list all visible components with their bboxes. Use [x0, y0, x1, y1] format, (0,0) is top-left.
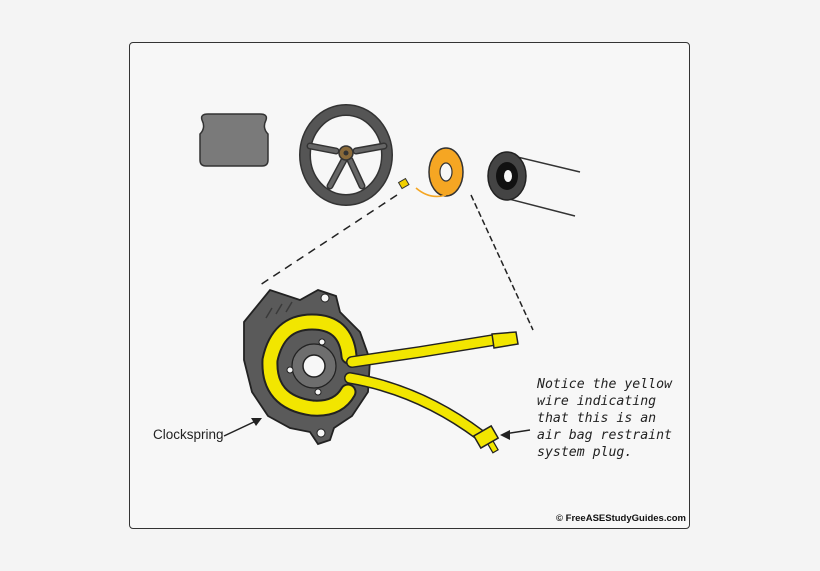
leader-line-left: [259, 194, 398, 286]
note-text: Notice the yellow wire indicating that t…: [537, 377, 672, 460]
airbag-cover: [199, 113, 269, 167]
copyright-text: © FreeASEStudyGuides.com: [556, 513, 687, 524]
steering-wheel: [299, 104, 393, 206]
clockspring-assembly: [243, 288, 519, 454]
clockspring-small: [397, 147, 464, 198]
clockspring-label: Clockspring: [153, 427, 224, 442]
leader-line-right: [470, 194, 534, 331]
arrow-clockspring: [223, 418, 262, 437]
arrow-plug: [500, 429, 531, 440]
steering-column: [487, 151, 581, 217]
